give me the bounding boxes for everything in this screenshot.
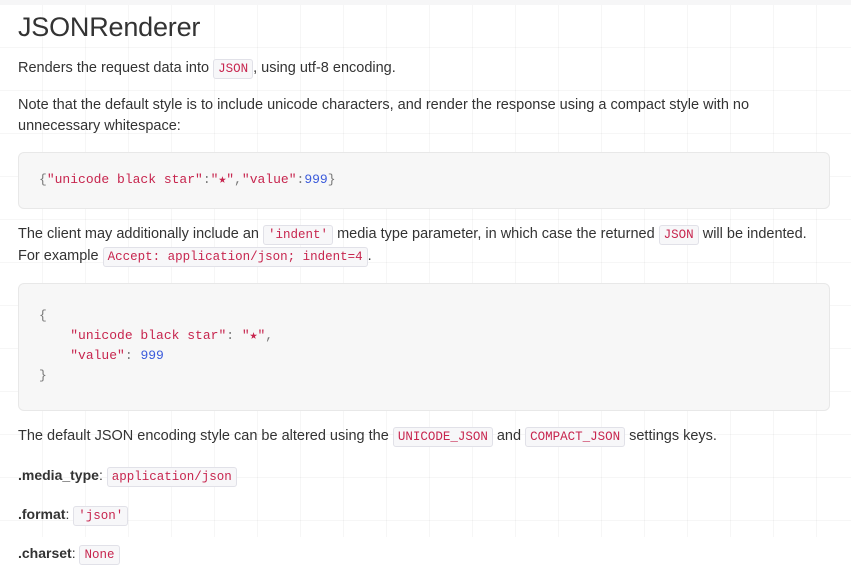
inline-code-accept-header: Accept: application/json; indent=4 — [102, 247, 368, 268]
inline-code-json-2: JSON — [658, 225, 699, 246]
indent-text-4: . — [367, 248, 372, 265]
settings-paragraph: The default JSON encoding style can be a… — [18, 426, 830, 448]
attribute-media-type: .media_type: application/json — [18, 465, 833, 488]
attribute-separator-media-type: : — [98, 467, 103, 484]
token-ind-number-999: 999 — [140, 348, 164, 364]
settings-text-2: and — [492, 428, 526, 445]
inline-code-indent: 'indent' — [263, 225, 334, 246]
token-open-brace: { — [39, 172, 47, 188]
token-ind-sep-1: : — [226, 328, 242, 344]
token-indent-1 — [39, 328, 70, 343]
attribute-format: .format: 'json' — [18, 504, 833, 527]
inline-code-json: JSON — [213, 59, 254, 80]
indent-text-2: media type parameter, in which case the … — [333, 226, 659, 243]
token-key-unicode-black-star: "unicode black star" — [46, 172, 203, 188]
token-ind-sep-2: : — [124, 348, 141, 364]
indent-text-3: will be indented. For example — [18, 226, 807, 265]
inline-code-compact-json: COMPACT_JSON — [525, 427, 626, 448]
attribute-label-media-type: .media_type — [18, 467, 99, 484]
attribute-value-charset: None — [79, 545, 120, 565]
attribute-value-format: 'json' — [73, 506, 129, 527]
attribute-label-charset: .charset — [18, 545, 72, 562]
token-indent-2 — [39, 348, 70, 363]
token-number-999: 999 — [304, 172, 328, 188]
code-block-compact-json: {"unicode black star":"★","value":999} — [18, 152, 830, 210]
intro-paragraph: Renders the request data into JSON, usin… — [18, 58, 830, 80]
token-colon-1: : — [202, 172, 211, 188]
token-ind-key-unicode-black-star: "unicode black star" — [70, 328, 227, 344]
token-value-star: "★" — [210, 172, 235, 188]
settings-text-1: The default JSON encoding style can be a… — [18, 428, 393, 445]
intro-text-before: Renders the request data into — [18, 60, 214, 77]
indent-paragraph: The client may additionally include an '… — [18, 224, 830, 268]
settings-text-3: settings keys. — [625, 428, 717, 445]
attribute-label-format: .format — [18, 506, 66, 523]
code-indented-json: { "unicode black star": "★", "value": 99… — [39, 306, 809, 386]
token-line-open-brace: { — [39, 308, 47, 324]
token-colon-2: : — [296, 172, 305, 188]
token-ind-comma: , — [265, 328, 274, 344]
note-paragraph: Note that the default style is to includ… — [18, 97, 750, 135]
inline-code-unicode-json: UNICODE_JSON — [392, 427, 493, 448]
indent-text-1: The client may additionally include an — [18, 226, 264, 243]
attribute-charset: .charset: None — [18, 543, 833, 565]
attribute-separator-charset: : — [71, 545, 76, 562]
intro-text-after: , using utf-8 encoding. — [253, 60, 396, 77]
token-ind-value-star: "★" — [241, 328, 266, 344]
code-block-indented-json: { "unicode black star": "★", "value": 99… — [18, 283, 830, 412]
top-strip — [0, 0, 851, 5]
token-ind-key-value: "value" — [70, 348, 125, 364]
attribute-separator-format: : — [65, 506, 70, 523]
token-line-close-brace: } — [39, 368, 47, 384]
token-close-brace: } — [327, 172, 336, 188]
token-key-value: "value" — [241, 172, 297, 188]
token-comma: , — [234, 172, 242, 188]
code-compact-json: {"unicode black star":"★","value":999} — [39, 170, 809, 190]
page-title: JSONRenderer — [18, 12, 201, 42]
attribute-value-media-type: application/json — [106, 467, 237, 488]
